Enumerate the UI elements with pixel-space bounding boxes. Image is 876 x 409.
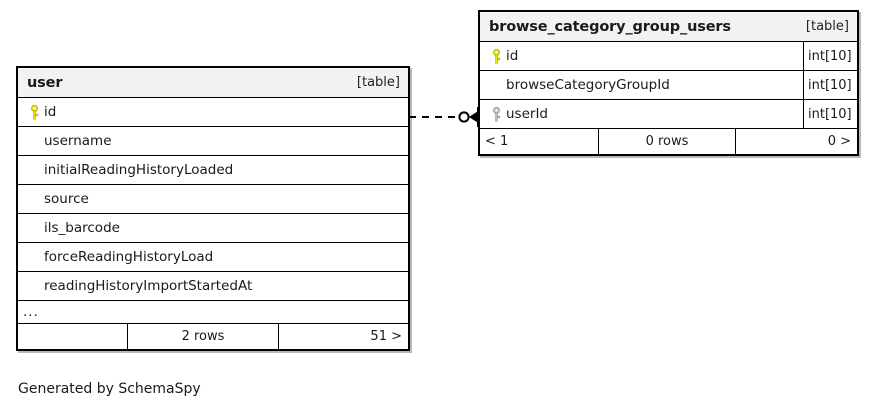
column-name-text: username xyxy=(44,133,112,149)
column-cell-name: source xyxy=(18,185,408,213)
column-name-text: ils_barcode xyxy=(44,220,120,236)
table-row[interactable]: readingHistoryImportStartedAt xyxy=(18,272,408,301)
table-browse-category-group-users-tag: [table] xyxy=(805,19,849,34)
relationship-user-id-to-browse-category-group-users-userid[interactable] xyxy=(409,106,481,128)
table-user-columns: id username initialReadingHistoryLoaded xyxy=(18,98,408,349)
footer-child-count[interactable]: 0 > xyxy=(827,134,851,149)
table-row[interactable]: initialReadingHistoryLoaded xyxy=(18,156,408,185)
table-browse-category-group-users[interactable]: browse_category_group_users [table] id xyxy=(478,10,859,156)
table-row[interactable]: id int[10] xyxy=(480,42,857,71)
table-row[interactable]: forceReadingHistoryLoad xyxy=(18,243,408,272)
column-name-text: browseCategoryGroupId xyxy=(506,77,670,93)
column-cell-name: browseCategoryGroupId xyxy=(480,71,803,99)
footer-child-count[interactable]: 51 > xyxy=(370,329,402,344)
column-cell-name: forceReadingHistoryLoad xyxy=(18,243,408,271)
column-name-text: source xyxy=(44,191,89,207)
footer-parent-count[interactable]: < 1 xyxy=(485,134,509,149)
column-name-text: initialReadingHistoryLoaded xyxy=(44,162,234,178)
generated-by-caption: Generated by SchemaSpy xyxy=(18,381,201,397)
column-cell-name: readingHistoryImportStartedAt xyxy=(18,272,408,300)
more-columns-indicator: ... xyxy=(18,301,408,324)
table-row[interactable]: username xyxy=(18,127,408,156)
column-type-text: int[10] xyxy=(803,100,857,128)
column-name-text: id xyxy=(44,104,57,120)
column-cell-name: id xyxy=(480,42,803,70)
column-type-text: int[10] xyxy=(803,42,857,70)
table-browse-category-group-users-title: browse_category_group_users xyxy=(489,18,731,35)
primary-key-icon xyxy=(25,104,44,120)
column-cell-name: ils_barcode xyxy=(18,214,408,242)
table-user-header: user [table] xyxy=(18,68,408,98)
table-row[interactable]: userId int[10] xyxy=(480,100,857,129)
table-browse-category-group-users-header: browse_category_group_users [table] xyxy=(480,12,857,42)
table-user-title: user xyxy=(27,74,63,91)
table-row[interactable]: ils_barcode xyxy=(18,214,408,243)
foreign-key-icon xyxy=(487,106,506,122)
column-cell-name: initialReadingHistoryLoaded xyxy=(18,156,408,184)
table-browse-category-group-users-columns: id int[10] browseCategoryGroupId int[10] xyxy=(480,42,857,154)
column-name-text: userId xyxy=(506,106,548,122)
footer-row-count: 0 rows xyxy=(598,129,736,154)
column-type-text: int[10] xyxy=(803,71,857,99)
table-row[interactable]: source xyxy=(18,185,408,214)
column-name-text: readingHistoryImportStartedAt xyxy=(44,278,253,294)
table-row[interactable]: id xyxy=(18,98,408,127)
column-cell-name: userId xyxy=(480,100,803,128)
table-user-tag: [table] xyxy=(356,75,400,90)
table-user[interactable]: user [table] id xyxy=(16,66,410,351)
footer-parent-count[interactable] xyxy=(18,324,127,349)
table-user-footer: 2 rows 51 > xyxy=(18,324,408,349)
primary-key-icon xyxy=(487,48,506,64)
column-name-text: id xyxy=(506,48,519,64)
column-cell-name: id xyxy=(18,98,408,126)
table-browse-category-group-users-footer: < 1 0 rows 0 > xyxy=(480,129,857,154)
column-name-text: forceReadingHistoryLoad xyxy=(44,249,214,265)
column-cell-name: username xyxy=(18,127,408,155)
table-row[interactable]: browseCategoryGroupId int[10] xyxy=(480,71,857,100)
footer-row-count: 2 rows xyxy=(127,324,279,349)
